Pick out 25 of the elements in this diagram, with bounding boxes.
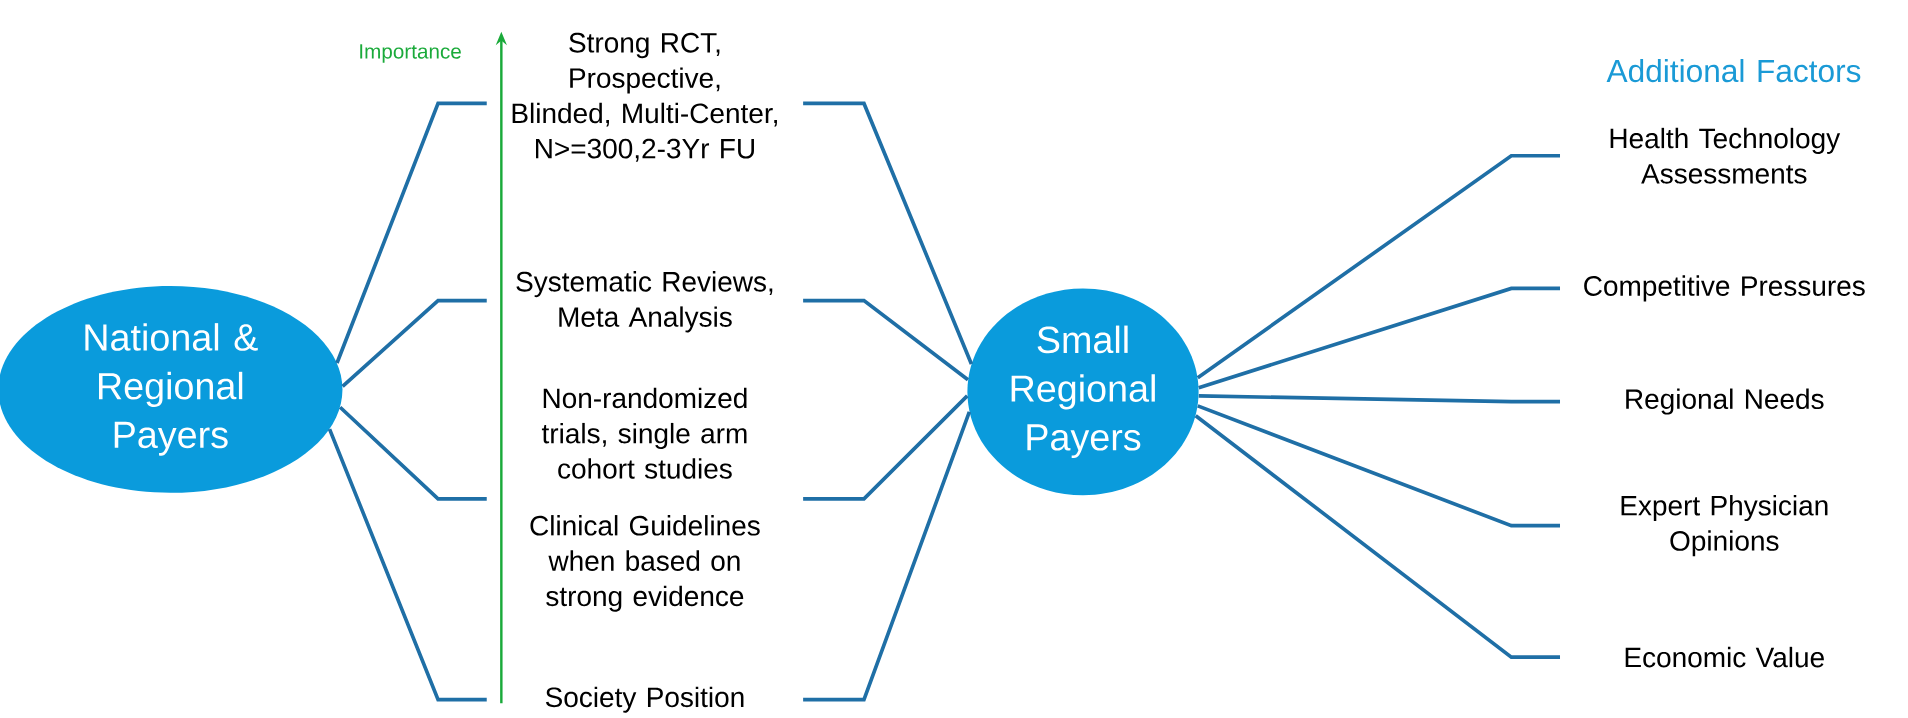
evidence-text: Society Position (545, 686, 744, 713)
factor-text: Economic Value (1625, 646, 1824, 668)
connector-line (327, 428, 487, 702)
heading: Additional Factors (1606, 59, 1861, 83)
factor-text: Competitive Pressures (1584, 275, 1865, 302)
connector-line (1198, 286, 1560, 390)
evidence-text: Non-randomized trials, single arm cohort studies (541, 387, 747, 479)
factor-text: Expert Physician Opinions (1621, 495, 1828, 557)
evidence-text: Strong RCT, Prospective, Blinded, Multi-Center, N>=300,2-3Yr FU (512, 32, 777, 162)
connector-line (1198, 394, 1560, 404)
connector-line (803, 101, 974, 365)
connector-line (803, 298, 970, 382)
connector-line (341, 298, 487, 388)
evidence-text: Systematic Reviews, Meta Analysis (516, 271, 773, 333)
connector-line (803, 411, 972, 702)
connector-line (1197, 404, 1560, 528)
axis-label: Importance (360, 44, 461, 63)
connector-line (335, 101, 487, 364)
evidence-text: Clinical Guidelines when based on strong evidence (530, 515, 760, 612)
connector-line (338, 405, 487, 501)
connector-line (803, 394, 969, 501)
connector-line (1194, 414, 1560, 659)
factor-text: Regional Needs (1626, 388, 1824, 415)
factor-text: Health Technology Assessments (1610, 127, 1841, 184)
connector-line (1196, 153, 1560, 380)
